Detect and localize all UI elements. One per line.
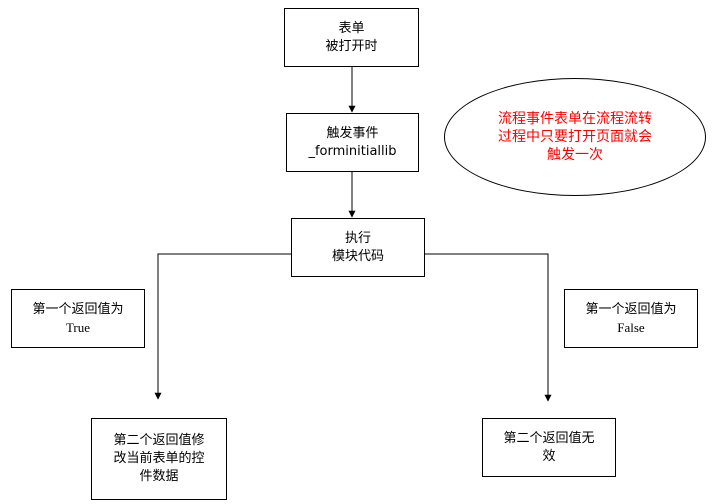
execute-module-line2: 模块代码	[331, 248, 384, 264]
second-return-invalid-box: 第二个返回值无 效	[482, 418, 616, 477]
first-return-true-box: 第一个返回值为 True	[11, 289, 145, 348]
trigger-event-line1: 触发事件	[326, 125, 379, 141]
arrow-execute-to-left	[154, 253, 292, 400]
second-return-invalid-line2: 效	[542, 448, 556, 464]
second-return-modify-line3: 件数据	[139, 469, 179, 484]
second-return-invalid-line1: 第二个返回值无	[503, 430, 595, 446]
first-return-true-line2: True	[65, 319, 91, 335]
trigger-event-line2: _forminitiallib	[308, 143, 397, 159]
trigger-event-box: 触发事件 _forminitiallib	[286, 113, 419, 172]
first-return-false-line2: False	[617, 319, 645, 335]
arrow-execute-to-right	[424, 253, 552, 402]
first-return-true-line1: 第一个返回值为	[32, 301, 124, 317]
note-line2: 过程中只要打开页面就会	[498, 129, 652, 145]
form-opened-line2: 被打开时	[325, 38, 378, 54]
first-return-false-box: 第一个返回值为 False	[564, 289, 698, 348]
form-opened-line1: 表单	[338, 20, 365, 36]
second-return-modify-line1: 第二个返回值修	[113, 433, 205, 448]
execute-module-line1: 执行	[344, 230, 371, 246]
note-ellipse: 流程事件表单在流程流转 过程中只要打开页面就会 触发一次	[444, 78, 706, 196]
execute-module-box: 执行 模块代码	[291, 218, 425, 277]
second-return-modify-box: 第二个返回值修 改当前表单的控 件数据	[91, 418, 227, 500]
note-line3: 触发一次	[547, 147, 603, 163]
note-line1: 流程事件表单在流程流转	[498, 111, 652, 127]
second-return-modify-line2: 改当前表单的控	[113, 451, 205, 466]
form-opened-box: 表单 被打开时	[284, 8, 419, 67]
first-return-false-line1: 第一个返回值为	[585, 301, 677, 317]
